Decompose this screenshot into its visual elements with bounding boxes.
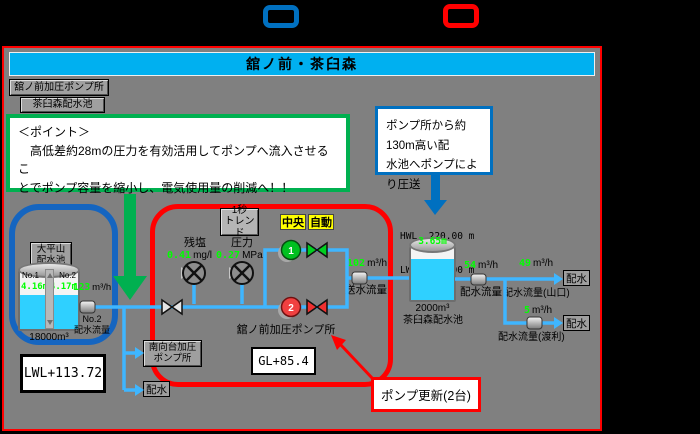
gl-annotation-box: GL+85.4 — [251, 347, 316, 375]
point-note-box: ＜ポイント＞ 高低差約28mの圧力を有効活用してポンプへ流入させるこ とでポンプ… — [6, 114, 350, 195]
ohirayama-flow-label-line2: 配水流量 — [73, 324, 110, 335]
green-arrow-stem — [124, 194, 136, 278]
chlorine-value: 0.41 — [167, 250, 192, 261]
callout-line2: 水池へポンプにより圧送 — [386, 159, 478, 191]
branch1-flow-unit: m³/h — [533, 258, 554, 269]
mode-auto-badge: 自動 — [308, 214, 334, 230]
tank-no1-label: No.1 — [22, 271, 39, 280]
pump-update-box: ポンプ更新(2台) — [371, 377, 481, 412]
station-name-label: 舘ノ前加圧ポンプ所 — [236, 324, 336, 336]
ohirayama-name-line2: 配水池 — [36, 254, 66, 266]
branch1-flow-label: 配水流量(山口) — [503, 288, 570, 299]
trend-button[interactable]: 1秒 トレンド — [220, 204, 259, 239]
tank-no1-level: 4.16m — [21, 282, 49, 292]
tank-chausumori — [409, 237, 456, 302]
ohirayama-name-line1: 大平山 — [36, 243, 66, 255]
chausumori-flow-label: 配水流量 — [460, 286, 502, 298]
branch2-flow-unit: m³/h — [532, 305, 553, 316]
station-flow-value: 102 — [347, 258, 366, 269]
main-panel: 舘ノ前・茶臼森 舘ノ前加圧ポンプ所 茶臼森配水池 ＜ポイント＞ 高低差約28mの… — [2, 46, 602, 431]
callout-line1: ポンプ所から約130m高い配 — [386, 120, 467, 152]
ohirayama-flow-value: 123 — [73, 282, 91, 293]
chausumori-level: 3.65m — [418, 236, 447, 247]
legend-existing-rect — [263, 5, 299, 28]
trend-button-line1: 1秒 — [231, 204, 248, 216]
minamimukaidai-line2: ポンプ所 — [153, 352, 192, 364]
legend-renewal-rect — [443, 4, 479, 28]
lwl-annotation-box: LWL+113.72 — [20, 354, 106, 393]
branch1-flow-value: 49 — [519, 258, 532, 269]
pipe-arrow-watari — [554, 317, 563, 329]
chausumori-name: 茶臼森配水池 — [403, 315, 463, 326]
branch2-flow-label: 配水流量(渡利) — [498, 332, 565, 343]
nav-reservoir-button[interactable]: 茶臼森配水池 — [20, 97, 105, 113]
hwl-value: HWL 220.00 m — [400, 230, 475, 242]
station-flow-unit: m³/h — [367, 258, 388, 269]
tank-chausumori-water — [411, 259, 454, 300]
ohirayama-flow-label: No.2 配水流量 — [70, 314, 114, 336]
tank-no2-level: 4.17m — [49, 282, 77, 292]
tank-ohirayama: No.1 No.2 4.16m 4.17m — [18, 262, 80, 331]
point-note-line1: ＜ポイント＞ — [18, 125, 91, 139]
mode-central-badge: 中央 — [280, 214, 306, 230]
ohirayama-flow-label-line1: No.2 — [82, 314, 102, 324]
chausumori-flow-value: 54 — [464, 260, 477, 271]
nav-pump-station-button[interactable]: 舘ノ前加圧ポンプ所 — [9, 79, 109, 96]
pipe-arrow-yamaguchi — [554, 273, 563, 285]
minamimukaidai-button[interactable]: 南向台加圧 ポンプ所 — [143, 340, 202, 367]
ohirayama-capacity: 18000m³ — [29, 332, 69, 343]
outlet-yamaguchi-button[interactable]: 配水 — [563, 270, 590, 286]
point-note-line3: とでポンプ容量を縮小し、電気使用量の削減へ！！ — [18, 180, 294, 195]
station-flow-label: 送水流量 — [345, 284, 387, 296]
outlet-watari-button[interactable]: 配水 — [563, 315, 590, 331]
pressure-label: 圧力 — [231, 237, 253, 249]
tank-divider — [45, 269, 54, 329]
point-note-line2: 高低差約28mの圧力を有効活用してポンプへ流入させるこ — [18, 143, 329, 177]
tank-no2-label: No.2 — [59, 271, 76, 280]
minamimukaidai-line1: 南向台加圧 — [148, 341, 197, 353]
chausumori-flow-unit: m³/h — [478, 260, 499, 271]
page-title: 舘ノ前・茶臼森 — [9, 52, 595, 76]
pressure-unit: MPa — [242, 250, 263, 261]
chausumori-capacity: 2000m³ — [415, 303, 450, 314]
pressurize-callout-box: ポンプ所から約130m高い配 水池へポンプにより圧送 — [375, 106, 493, 191]
pressure-value: 0.27 — [216, 250, 241, 261]
branch2-flow-value: 5 — [524, 305, 531, 316]
chlorine-unit: mg/l — [193, 250, 212, 261]
outlet-south-button[interactable]: 配水 — [143, 381, 170, 397]
green-arrow-icon — [113, 276, 147, 300]
trend-button-line2: トレンド — [224, 216, 255, 239]
ohirayama-flow-unit: m³/h — [92, 282, 112, 293]
flow-sensor-watari-icon — [526, 316, 543, 330]
chlorine-label: 残塩 — [184, 237, 206, 249]
